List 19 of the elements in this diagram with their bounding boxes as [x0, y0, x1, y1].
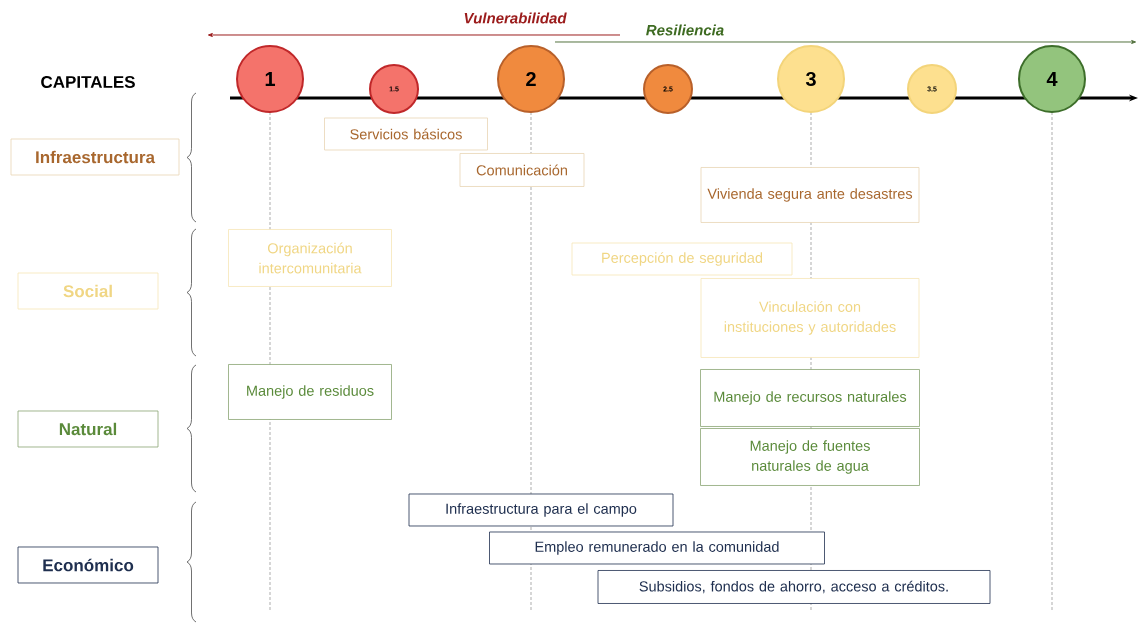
item-box: Infraestructura para el campo	[408, 493, 674, 527]
category-box: Social	[17, 272, 159, 310]
item-box: Manejo de recursos naturales	[700, 369, 920, 427]
item-box: Comunicación	[459, 153, 585, 187]
heading: CAPITALES	[41, 76, 135, 88]
direction-label: Resiliencia	[644, 23, 726, 37]
direction-label: Vulnerabilidad	[462, 11, 568, 25]
item-box: Servicios básicos	[324, 117, 488, 151]
item-box: Manejo de residuos	[228, 364, 392, 420]
item-box: Percepción de seguridad	[571, 242, 793, 276]
item-box: Organización intercomunitaria	[228, 229, 392, 287]
item-box: Vivienda segura ante desastres	[700, 167, 920, 223]
item-box: Subsidios, fondos de ahorro, acceso a créditos.	[597, 570, 991, 604]
category-box: Económico	[17, 546, 159, 584]
category-box: Natural	[17, 410, 159, 448]
item-box: Manejo de fuentes naturales de agua	[700, 428, 920, 486]
category-box: Infraestructura	[10, 138, 180, 176]
item-box: Empleo remunerado en la comunidad	[489, 531, 825, 565]
item-box: Vinculación con instituciones y autoridades	[700, 278, 920, 358]
